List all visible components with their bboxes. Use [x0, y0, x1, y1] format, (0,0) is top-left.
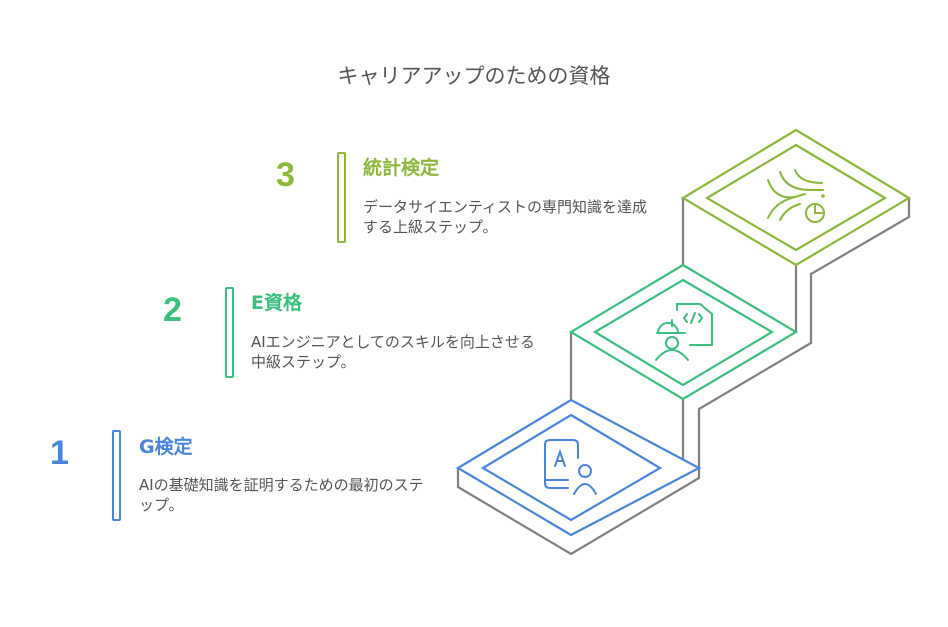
step-1-title: G検定: [139, 436, 193, 458]
staircase-risers: [456, 198, 911, 556]
step-2-description: AIエンジニアとしてのスキルを向上させる中級ステップ。: [251, 333, 535, 371]
step-2-number: 2: [163, 291, 182, 329]
step-3-number: 3: [276, 156, 295, 194]
engineer-code-icon: [655, 303, 713, 361]
step-2-bar: [225, 287, 234, 378]
step-1-bar: [112, 430, 121, 521]
step-1-description: AIの基礎知識を証明するための最初のステップ。: [139, 476, 424, 514]
step-1-tile: [455, 398, 702, 537]
step-3-description: データサイエンティストの専門知識を達成する上級ステップ。: [363, 198, 647, 236]
diagram-title: キャリアアップのための資格: [337, 64, 611, 88]
step-1-number: 1: [50, 434, 69, 472]
ai-certificate-person-icon: [544, 439, 597, 495]
step-3-bar: [337, 152, 346, 243]
data-analysis-chart-icon: [767, 169, 825, 223]
step-2-title: E資格: [251, 292, 302, 314]
step-3-title: 統計検定: [363, 157, 440, 179]
